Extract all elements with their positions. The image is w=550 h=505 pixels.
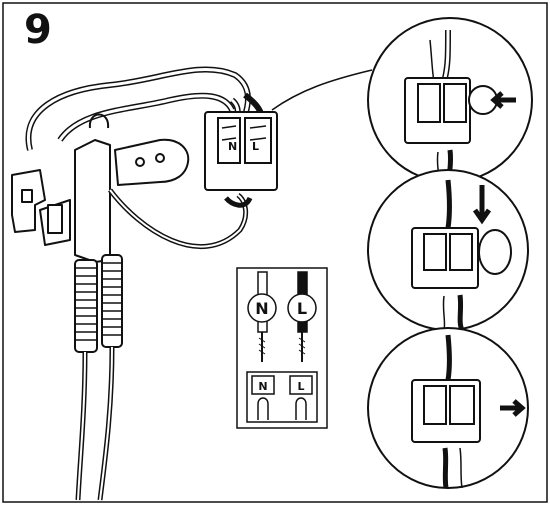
- connector-live-mark: L: [252, 140, 259, 153]
- main-wire-connector: [204, 92, 278, 208]
- ribbed-sleeve-right: [101, 254, 123, 348]
- fixture-assembly: [11, 66, 251, 501]
- pull-arrow-right-icon: [500, 399, 526, 417]
- mounting-plate: [114, 138, 190, 186]
- neutral-terminal-label: N: [258, 380, 267, 393]
- live-symbol: L: [297, 299, 307, 318]
- push-arrow-down-icon: [472, 185, 492, 225]
- step-number: 9: [24, 7, 52, 53]
- detail-circle-release: [367, 327, 529, 489]
- wiring-legend: [236, 267, 328, 429]
- detail-circle-press: [367, 169, 529, 332]
- neutral-symbol: N: [255, 299, 268, 318]
- strain-relief: [74, 139, 111, 263]
- live-terminal-label: L: [297, 380, 304, 393]
- ribbed-sleeve-left: [74, 259, 98, 353]
- push-arrow-left-icon: [490, 91, 516, 109]
- callout-pointer: [271, 69, 373, 111]
- connector-neutral-mark: N: [228, 140, 237, 153]
